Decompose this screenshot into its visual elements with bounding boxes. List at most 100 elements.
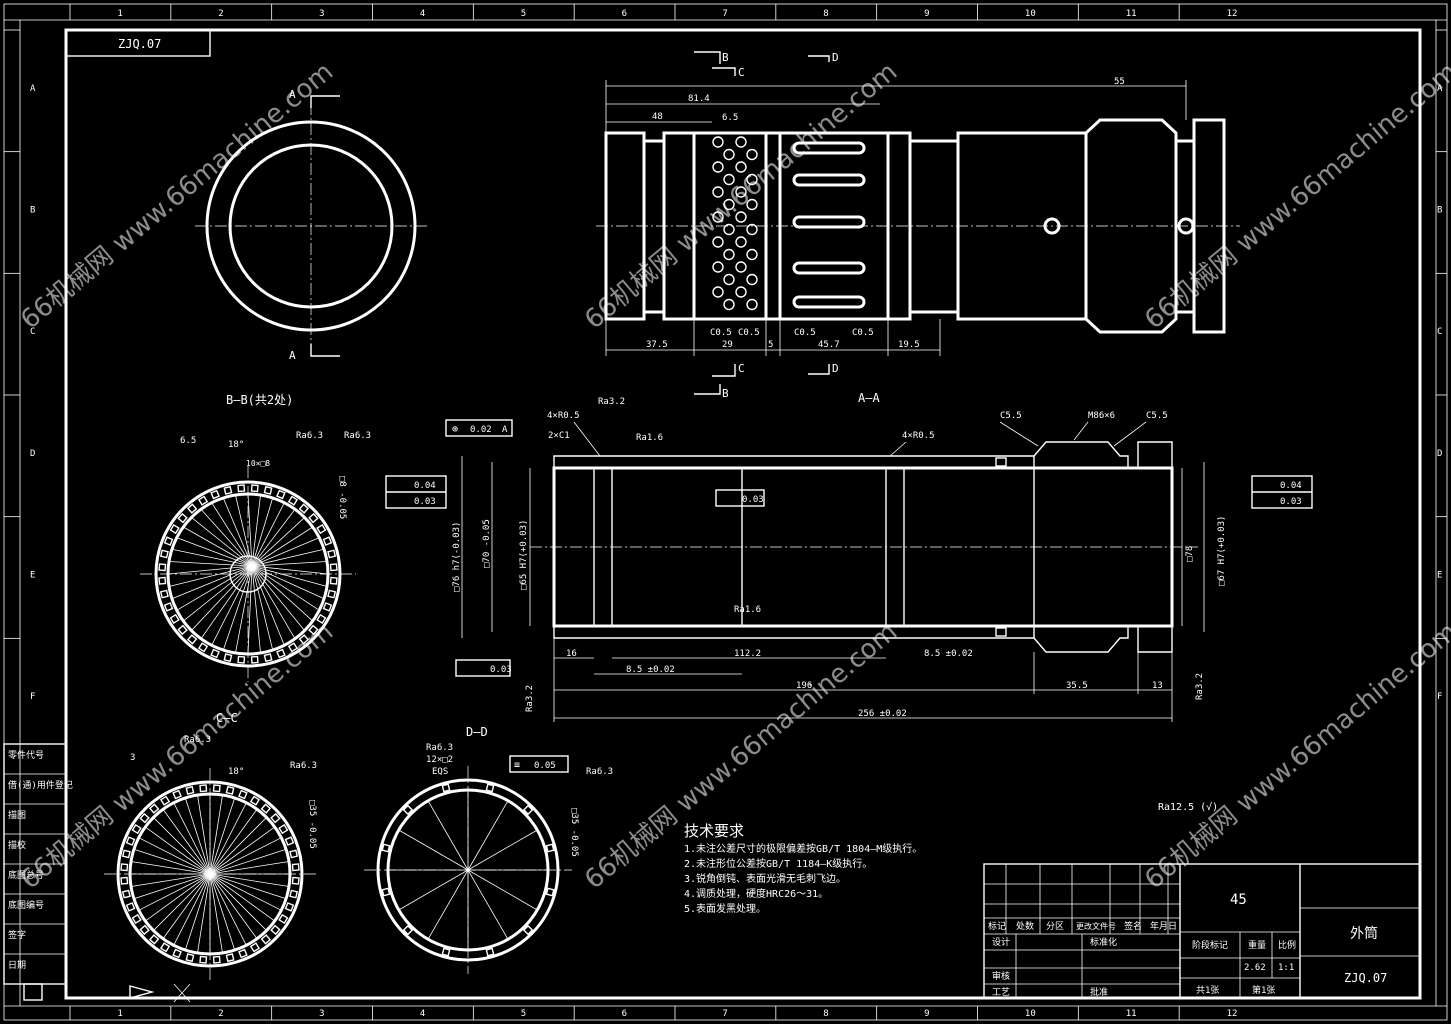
zone-col-label: 10	[1025, 1009, 1036, 1019]
svg-text:C5.5: C5.5	[1000, 411, 1022, 421]
hole	[723, 148, 735, 161]
svg-text:EQS: EQS	[432, 767, 448, 777]
hole	[735, 186, 747, 198]
side-table-cell: 签字	[8, 929, 26, 941]
svg-text:重量: 重量	[1248, 939, 1266, 951]
radial-line	[200, 509, 253, 567]
radial-slot	[270, 924, 281, 936]
general-roughness: Ra12.5 (√)	[1158, 801, 1218, 813]
radial-line	[251, 565, 274, 651]
svg-text:0.04: 0.04	[414, 481, 436, 491]
svg-text:□78: □78	[1185, 546, 1195, 562]
outer-view: 81.4 55 48 6.5 37.5 29 5 45.7 19.5 C0.5 …	[596, 51, 1240, 400]
zone-col-label: 7	[722, 1009, 727, 1019]
svg-text:0.03: 0.03	[1280, 497, 1302, 507]
axial-slots	[792, 141, 866, 309]
zone-row-label: E	[30, 571, 35, 581]
radial-line	[183, 526, 253, 567]
radial-line	[191, 565, 253, 631]
side-table-cell: 底图总号	[8, 869, 44, 881]
radial-line	[209, 848, 287, 875]
svg-text:B: B	[722, 51, 729, 64]
svg-text:□70 -0.05: □70 -0.05	[482, 519, 492, 568]
hole	[735, 236, 747, 248]
hole	[712, 286, 724, 298]
svg-text:196: 196	[796, 681, 812, 691]
radial-slot	[199, 784, 208, 793]
hole	[712, 261, 724, 273]
drawing-code: ZJQ.07	[1344, 971, 1387, 985]
radial-line	[184, 873, 211, 951]
svg-text:分区: 分区	[1046, 921, 1064, 932]
svg-text:12×□2: 12×□2	[426, 755, 453, 765]
hole	[746, 173, 758, 186]
radial-slot	[120, 863, 129, 872]
corner-box	[23, 983, 43, 1001]
radial-line	[209, 873, 223, 954]
svg-text:18°: 18°	[228, 440, 244, 450]
svg-text:Ra3.2: Ra3.2	[1195, 673, 1205, 700]
radial-slot	[316, 613, 327, 625]
svg-text:□65 H7(+0.03): □65 H7(+0.03)	[519, 520, 529, 590]
side-table-cell: 借(通)用件登记	[8, 779, 73, 791]
radial-slot	[139, 924, 150, 936]
svg-text:37.5: 37.5	[646, 340, 668, 350]
radial-slot	[186, 503, 198, 514]
radial-slot	[185, 785, 195, 795]
radial-slot	[159, 795, 171, 806]
radial-line	[209, 873, 236, 951]
svg-text:A: A	[502, 425, 508, 435]
svg-text:0.03: 0.03	[490, 665, 512, 675]
svg-text:66机械网 www.66machine.com: 66机械网 www.66machine.com	[15, 57, 339, 336]
radial-line	[209, 809, 258, 875]
svg-text:45.7: 45.7	[818, 340, 840, 350]
radial-slot	[485, 947, 495, 957]
svg-text:M86×6: M86×6	[1088, 411, 1115, 421]
svg-text:66机械网 www.66machine.com: 66机械网 www.66machine.com	[1139, 617, 1451, 896]
radial-line	[251, 517, 305, 567]
radial-line	[209, 873, 275, 922]
radial-slot	[260, 803, 272, 814]
hole	[712, 136, 724, 148]
svg-text:55: 55	[1114, 77, 1125, 87]
radial-slot	[289, 849, 299, 859]
section-a-a: □76 h7(-0.03) □70 -0.05 □65 H7(+0.03) □7…	[385, 397, 1313, 722]
radial-slot	[287, 495, 299, 506]
zone-col-label: 8	[823, 1009, 828, 1019]
zone-col-label: 9	[924, 9, 929, 19]
hole	[712, 161, 724, 173]
svg-text:Ra6.3: Ra6.3	[296, 431, 323, 441]
radial-line	[467, 829, 538, 871]
zone-row-label: C	[1437, 327, 1442, 337]
view-label-dd: D–D	[466, 725, 488, 739]
radial-line	[251, 565, 320, 611]
svg-text:Ra6.3: Ra6.3	[344, 431, 371, 441]
radial-line	[209, 826, 275, 875]
zone-col-label: 3	[319, 1009, 324, 1019]
radial-slot	[291, 863, 300, 872]
radial-line	[467, 800, 509, 871]
radial-slot	[163, 536, 174, 546]
svg-text:第1张: 第1张	[1252, 984, 1275, 996]
radial-slot	[169, 523, 180, 535]
radial-slot	[298, 634, 310, 645]
radial-line	[209, 861, 290, 875]
radial-slot	[322, 602, 333, 612]
side-table-cell: 描校	[8, 839, 26, 851]
radial-slot	[125, 902, 136, 912]
radial-line	[209, 873, 290, 887]
radial-line	[173, 802, 211, 875]
svg-text:共1张: 共1张	[1196, 985, 1219, 996]
svg-text:审核: 审核	[992, 970, 1010, 982]
radial-slot	[308, 624, 319, 636]
svg-text:66机械网 www.66machine.com: 66机械网 www.66machine.com	[579, 57, 903, 336]
radial-line	[145, 826, 211, 875]
radial-slot	[284, 836, 295, 846]
radial-slot	[237, 655, 246, 664]
zone-row-label: E	[1437, 571, 1442, 581]
radial-line	[197, 794, 211, 875]
slot	[792, 261, 866, 275]
svg-text:阶段标记: 阶段标记	[1192, 939, 1228, 951]
radial-slot	[237, 484, 246, 493]
